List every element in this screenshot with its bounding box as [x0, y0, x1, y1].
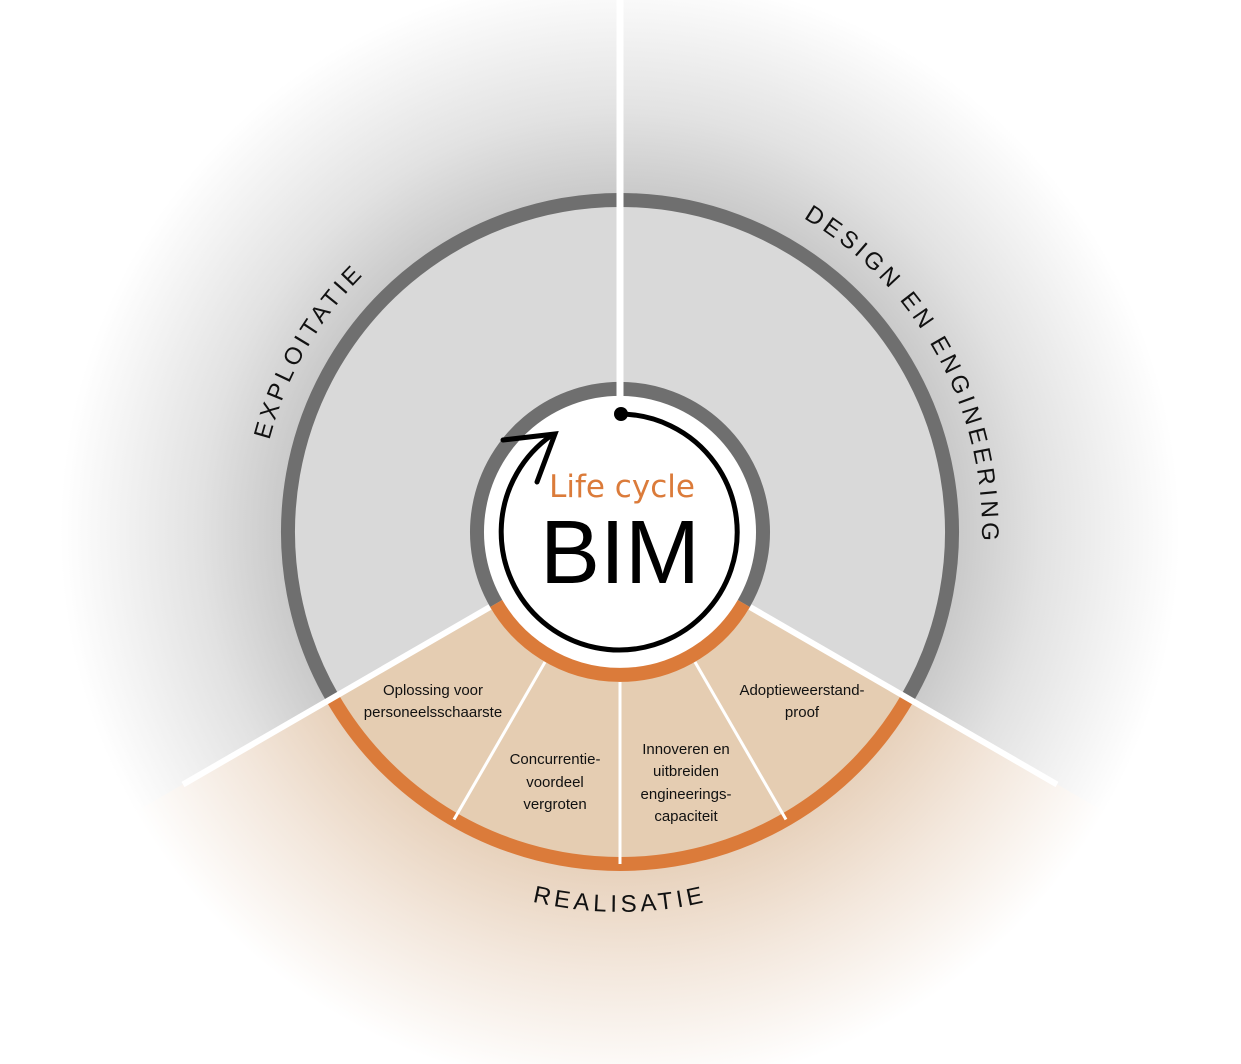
slice-line: voordeel: [526, 774, 584, 791]
slice-line: Oplossing voor: [383, 682, 483, 699]
separator-right: [748, 604, 1059, 788]
slice-line: vergroten: [523, 796, 586, 813]
slice-line: personeelsschaarste: [364, 704, 502, 721]
cycle-arrow-icon: [498, 407, 740, 653]
center-subtitle: Life cycle: [549, 469, 695, 505]
separator-left: [181, 604, 492, 788]
slice-line: engineerings-: [641, 786, 732, 803]
slice-concurrentievoordeel: Concurrentie- voordeel vergroten: [510, 751, 601, 813]
inner-ring-orange: [490, 599, 750, 682]
slice-line: proof: [785, 704, 820, 721]
slice-line: uitbreiden: [653, 763, 719, 780]
slice-line: Concurrentie-: [510, 751, 601, 768]
slice-line: capaciteit: [654, 808, 718, 825]
slice-line: Innoveren en: [642, 741, 730, 758]
slice-divider: [452, 661, 547, 821]
slice-adoptieweerstand: Adoptieweerstand- proof: [739, 682, 864, 721]
slice-personeelsschaarste: Oplossing voor personeelsschaarste: [364, 682, 502, 721]
center-disk: [483, 395, 757, 669]
slice-divider: [693, 661, 788, 821]
slice-line: Adoptieweerstand-: [739, 682, 864, 699]
center-title: BIM: [540, 503, 700, 603]
slice-innoveren: Innoveren en uitbreiden engineerings- ca…: [641, 741, 732, 825]
